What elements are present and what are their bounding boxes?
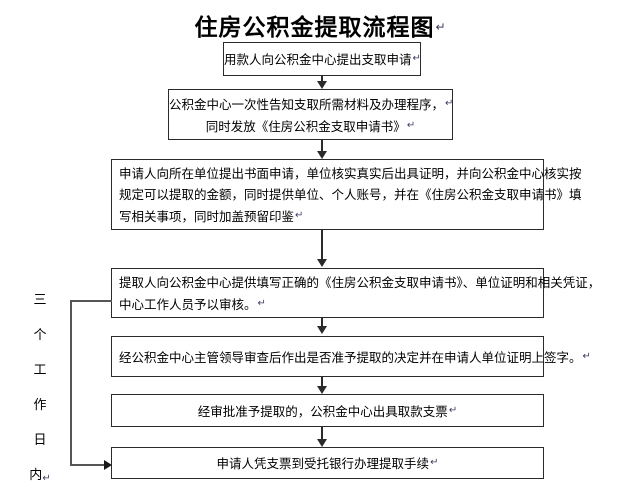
arrow-5-to-6 xyxy=(317,386,327,394)
paragraph-mark: ↵ xyxy=(430,457,439,468)
flow-node-4: 提取人向公积金中心提供填写正确的《住房公积金支取申请书》、单位证明和相关凭证， … xyxy=(111,268,601,318)
duration-label-char-4: 作 xyxy=(33,398,47,413)
flow-node-2: 公积金中心一次性告知支取所需材料及办理程序，↵ 同时发放《住房公积金支取申请书》… xyxy=(168,89,453,140)
connector-4-to-5 xyxy=(321,318,323,327)
arrow-bracket-to-node-7 xyxy=(104,460,112,470)
arrow-6-to-7 xyxy=(317,439,327,447)
flow-node-7: 申请人凭支票到受托银行办理提取手续↵ xyxy=(111,447,544,479)
arrow-3-to-4 xyxy=(317,259,327,267)
flow-node-4-line-1: 提取人向公积金中心提供填写正确的《住房公积金支取申请书》、单位证明和相关凭证， xyxy=(119,274,601,290)
duration-label-char-5: 日 xyxy=(33,433,47,448)
flow-node-4-line-2: 中心工作人员予以审核。↵ xyxy=(119,296,266,312)
connector-1-to-2 xyxy=(321,76,323,83)
page-title-text: 住房公积金提取流程图 xyxy=(194,15,435,41)
connector-2-to-3 xyxy=(321,140,323,152)
page-title: 住房公积金提取流程图↵ xyxy=(0,8,641,42)
flow-node-5: 经公积金中心主管领导审查后作出是否准予提取的决定并在申请人单位证明上签字。↵ xyxy=(111,336,591,377)
paragraph-mark: ↵ xyxy=(448,404,458,416)
paragraph-mark: ↵ xyxy=(295,209,304,221)
flow-node-3: 申请人向所在单位提出书面申请，单位核实真实后出具证明，并向公积金中心核实按 规定… xyxy=(111,159,582,230)
connector-3-to-4 xyxy=(321,230,323,260)
flow-node-3-line-2: 规定可以提取的金额，同时提供单位、个人账号，并在《住房公积金支取申请书》填 xyxy=(119,186,582,202)
duration-label-vertical: 三 个 工 作 日 内↵ xyxy=(29,294,51,484)
duration-label-char-3: 工 xyxy=(33,363,47,378)
flow-node-2-line-1: 公积金中心一次性告知支取所需材料及办理程序，↵ xyxy=(169,96,454,112)
arrow-4-to-5 xyxy=(317,326,327,334)
bracket-top-segment xyxy=(70,300,112,302)
bracket-vertical-segment xyxy=(70,300,72,465)
flow-node-3-line-3: 写相关事项，同时加盖预留印鉴↵ xyxy=(119,208,304,224)
flow-node-5-line-1: 经公积金中心主管领导审查后作出是否准予提取的决定并在申请人单位证明上签字。↵ xyxy=(119,349,591,365)
duration-label-char-2: 个 xyxy=(33,328,47,343)
flow-node-1: 用款人向公积金中心提出支取申请↵ xyxy=(223,42,421,76)
paragraph-mark-title: ↵ xyxy=(435,20,447,34)
flow-node-1-line-1: 用款人向公积金中心提出支取申请↵ xyxy=(224,52,421,67)
flow-node-3-line-1: 申请人向所在单位提出书面申请，单位核实真实后出具证明，并向公积金中心核实按 xyxy=(119,165,582,181)
flow-node-7-line-1: 申请人凭支票到受托银行办理提取手续↵ xyxy=(216,456,439,471)
flow-node-6: 经审批准予提取的，公积金中心出具取款支票↵ xyxy=(111,394,544,427)
duration-label-char-1: 三 xyxy=(33,293,47,308)
paragraph-mark: ↵ xyxy=(257,297,266,309)
paragraph-mark: ↵ xyxy=(412,53,421,64)
duration-label-char-6: 内↵ xyxy=(29,468,51,484)
flow-node-6-line-1: 经审批准予提取的，公积金中心出具取款支票↵ xyxy=(197,403,458,419)
paragraph-mark: ↵ xyxy=(582,350,591,362)
paragraph-mark: ↵ xyxy=(406,119,416,131)
paragraph-mark: ↵ xyxy=(445,97,454,109)
connector-5-to-6 xyxy=(321,377,323,388)
arrow-1-to-2 xyxy=(317,81,327,89)
flow-node-2-line-2: 同时发放《住房公积金支取申请书》↵ xyxy=(205,118,416,134)
bracket-bottom-segment xyxy=(70,464,110,466)
arrow-2-to-3 xyxy=(317,151,327,159)
paragraph-mark: ↵ xyxy=(42,473,51,484)
connector-6-to-7 xyxy=(321,427,323,440)
